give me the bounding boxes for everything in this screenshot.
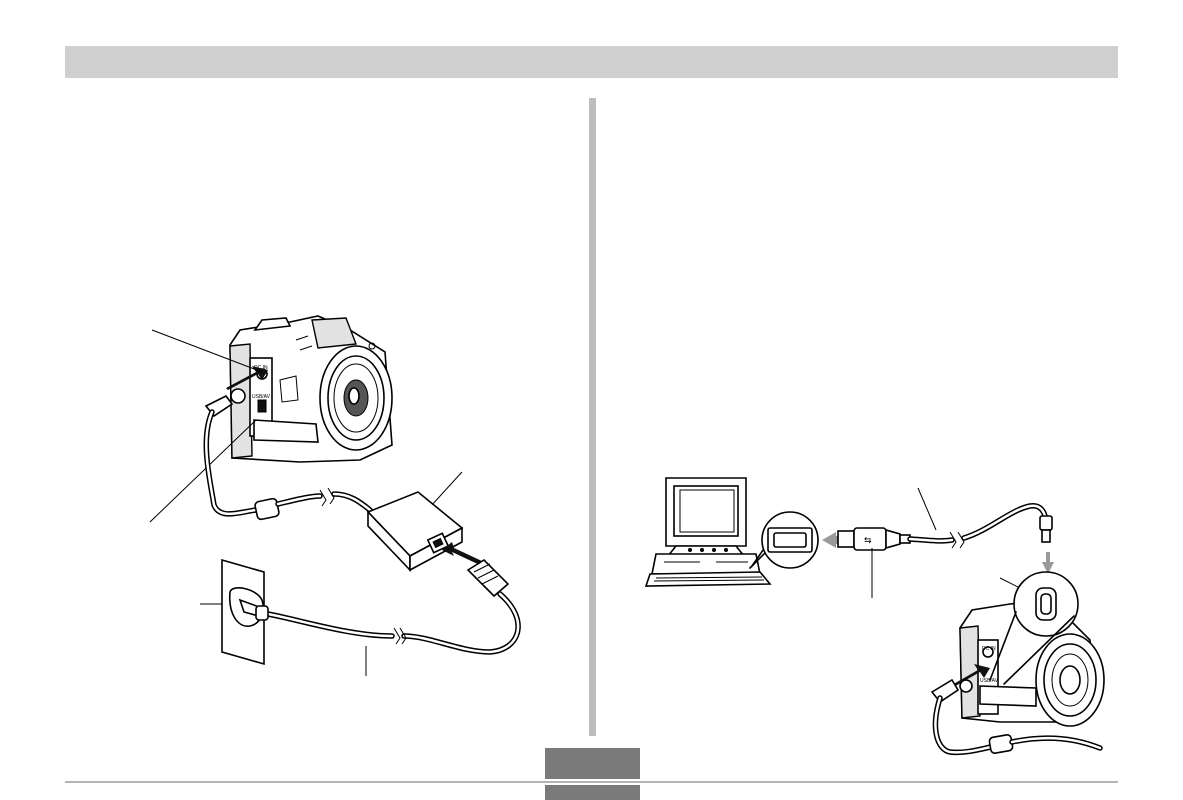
dc-in-port-label-right: DC IN <box>982 646 996 652</box>
ac-adaptor-illustration <box>366 491 464 572</box>
footer-rule <box>65 781 1118 783</box>
plug-in-arrow-icon <box>226 366 268 390</box>
camera-port-leader-line <box>999 577 1033 595</box>
camera-right-illustration: DC IN USB/AV <box>959 599 1105 727</box>
usb-av-port-label: USB/AV <box>252 394 271 400</box>
dc-in-leader-line <box>151 329 263 373</box>
usb-av-leader-line <box>149 419 257 523</box>
wall-outlet-illustration <box>221 558 269 666</box>
dc-in-port-label: DC IN <box>254 365 268 371</box>
adaptor-plug-arrow-icon <box>442 542 484 566</box>
camera-illustration: DC IN USB/AV <box>229 315 393 463</box>
ac-adaptor-connection-illustration: DC IN USB/AV <box>149 315 521 676</box>
usb-down-arrow-icon <box>1042 552 1054 574</box>
page-number-tab-lower <box>545 785 640 800</box>
column-divider <box>589 98 596 736</box>
usb-av-port-label-right: USB/AV <box>980 678 999 684</box>
page-number-tab <box>545 748 640 779</box>
computer-illustration <box>644 477 772 587</box>
header-bar <box>65 46 1118 78</box>
camera-usb-port-callout <box>989 571 1079 685</box>
usb-symbol-icon: ⇆ <box>864 536 872 546</box>
usb-cable-leader-line <box>917 487 937 531</box>
computer-usb-port-callout <box>749 511 819 569</box>
usb-plug-illustration: ⇆ <box>837 527 911 551</box>
camera-plug-arrow-icon <box>950 664 990 688</box>
usb-direction-arrow-icon <box>822 532 848 548</box>
